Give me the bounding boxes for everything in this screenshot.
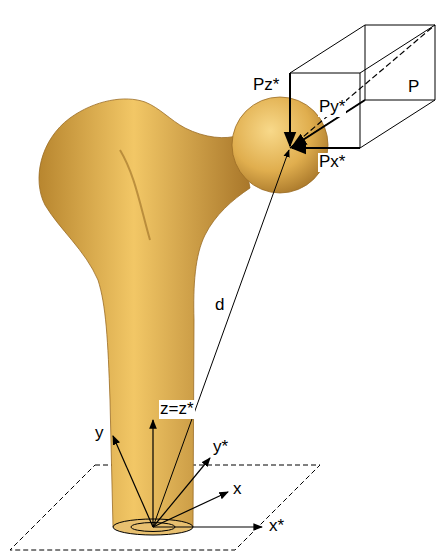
- distance-label: d: [214, 296, 225, 315]
- force-label: Pz*: [252, 76, 280, 95]
- femoral-head: [232, 97, 328, 193]
- force-label: Py*: [318, 98, 346, 117]
- axis-label: x: [232, 480, 243, 499]
- axis-label: x*: [268, 517, 285, 536]
- axis-label: y*: [212, 438, 229, 457]
- force-label: Px*: [318, 153, 346, 172]
- force-label: P: [407, 78, 420, 97]
- distance-line: [153, 150, 289, 527]
- axis-label: y: [94, 424, 105, 443]
- femur-bone: [39, 99, 250, 527]
- trochanter-ridge: [120, 150, 150, 240]
- coordinate-axes: [113, 420, 262, 527]
- force-component: [289, 73, 291, 146]
- force-cube: [290, 25, 435, 148]
- axis-label: z=z*: [159, 400, 195, 419]
- force-vector: [290, 25, 435, 148]
- force-component: [292, 147, 360, 149]
